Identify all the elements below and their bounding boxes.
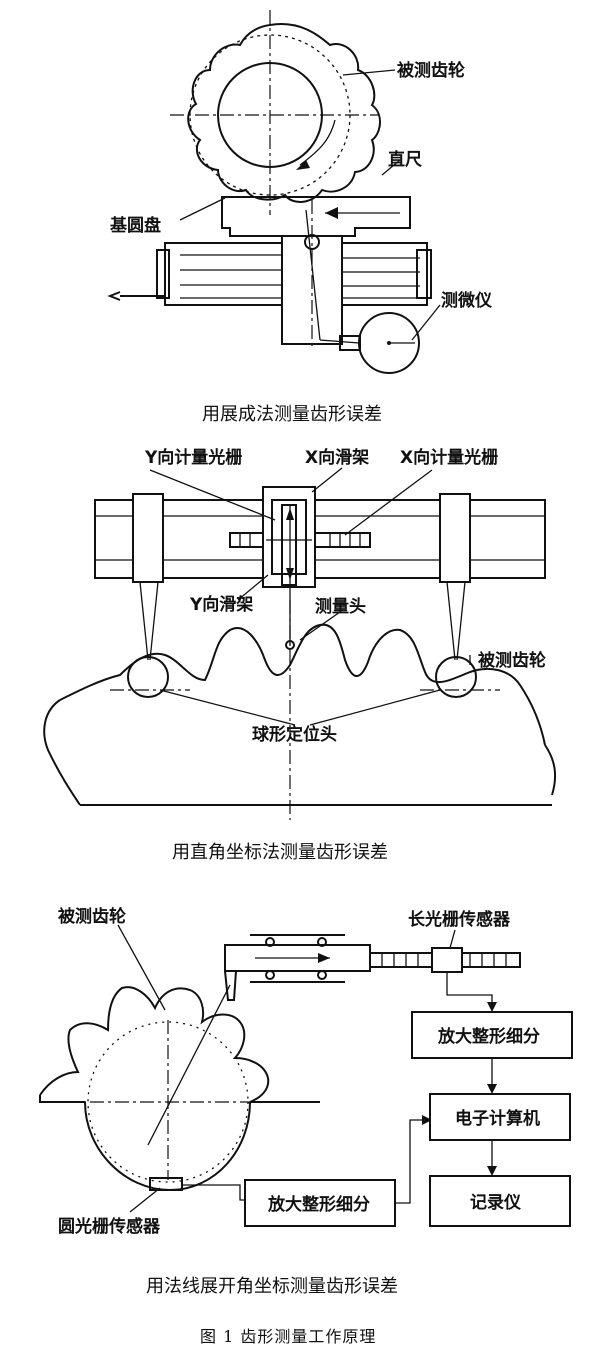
label-x-slide: X向滑架 <box>305 447 369 468</box>
amp-box-right <box>411 1011 573 1059</box>
label-gear-under-test-2: 被测齿轮 <box>478 650 546 671</box>
gear-under-test-3 <box>39 986 320 1103</box>
caption-panel-2: 用直角坐标法测量齿形误差 <box>172 842 388 863</box>
gear-under-test-rack <box>59 623 546 746</box>
label-base-disc: 基圆盘 <box>109 215 161 236</box>
label-x-grating: X向计量光栅 <box>400 447 498 468</box>
panel-cartesian-method: Y向计量光栅 X向滑架 X向计量光栅 Y向滑架 测量头 被测齿轮 球形定位头 用… <box>43 447 557 863</box>
label-circ-grating: 圆光栅传感器 <box>58 1216 161 1237</box>
label-micrometer: 测微仪 <box>441 290 493 311</box>
computer-box <box>429 1093 571 1141</box>
label-probe: 测量头 <box>315 596 366 617</box>
label-amp-right: 放大整形细分 <box>437 1026 540 1047</box>
panel-generating-method: 被测齿轮 直尺 基圆盘 测微仪 用展成法测量齿形误差 <box>107 10 493 425</box>
label-y-grating: Y向计量光栅 <box>144 447 242 468</box>
caption-panel-1: 用展成法测量齿形误差 <box>202 404 382 425</box>
label-y-slide: Y向滑架 <box>189 594 253 615</box>
main-rail <box>94 499 546 579</box>
slide-block <box>221 196 411 237</box>
label-computer: 电子计算机 <box>455 1108 540 1129</box>
label-amp-bottom: 放大整形细分 <box>267 1194 370 1215</box>
label-gear-under-test: 被测齿轮 <box>397 60 465 81</box>
panel-normal-unwrap-method: 被测齿轮 长光栅传感器 放大整形细分 电子计算机 放大整形细分 记录仪 圆光栅传… <box>39 906 573 1297</box>
label-recorder: 记录仪 <box>470 1193 522 1213</box>
amp-box-bottom <box>244 1179 396 1227</box>
gear-under-test-shape <box>187 23 381 203</box>
caption-panel-3: 用法线展开角坐标测量齿形误差 <box>146 1276 398 1297</box>
label-ruler: 直尺 <box>388 149 422 170</box>
figure-caption: 图 1 齿形测量工作原理 <box>200 1327 376 1346</box>
recorder-box <box>429 1175 571 1227</box>
label-long-grating: 长光栅传感器 <box>408 909 511 930</box>
label-gear-under-test-3: 被测齿轮 <box>58 906 126 927</box>
label-ball-locator: 球形定位头 <box>252 724 337 745</box>
